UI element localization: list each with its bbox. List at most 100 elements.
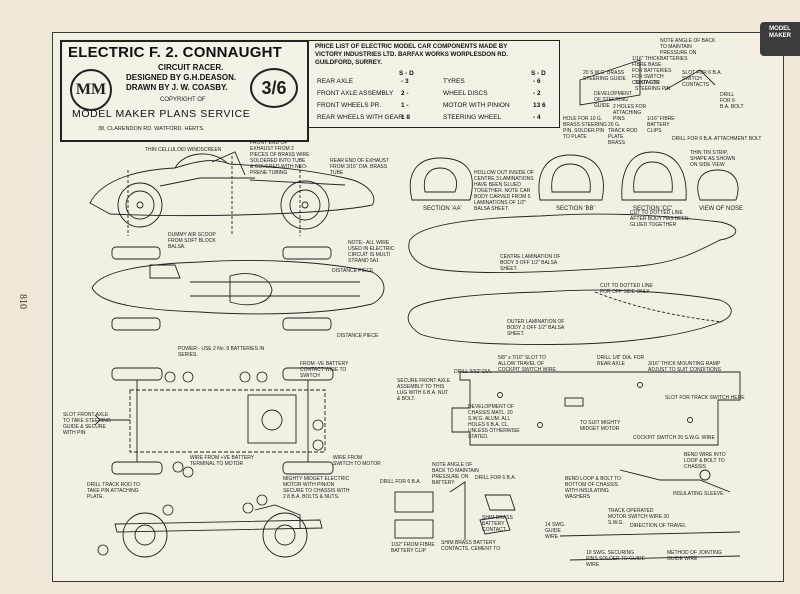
- chassis-plan-view: [94, 367, 334, 475]
- label-outer-lamination: OUTER LAMINATION OF BODY 2 OFF 1/2" BALS…: [507, 319, 565, 337]
- label-distance-piece-1: DISTANCE PIECE: [332, 268, 374, 274]
- price-value-front-axle: 2 -: [401, 90, 409, 97]
- price-value-rear-axle: - 3: [401, 78, 409, 85]
- designer-credit: DESIGNED BY G.H.DEASON.: [126, 73, 237, 82]
- price-value-wheel-discs: - 2: [533, 90, 541, 97]
- chassis-side-view: [114, 504, 323, 558]
- label-slot-cockpit: 5/8" x 7/16" SLOT TO ALLOW TRAVEL OF COC…: [498, 355, 558, 373]
- label-securing-pins: 10 SWG. SECURING PINS SOLDER TO GUIDE WI…: [586, 550, 645, 568]
- price-value-steering-wheel: - 4: [533, 114, 541, 121]
- label-guide-wire: 14 SWG. GUIDE WIRE: [545, 522, 566, 540]
- label-slot-switch-contacts: SLOT FOR 6 B.A. SWITCH CONTACTS: [682, 70, 722, 88]
- label-bend-loop: BEND LOOP & BOLT TO BOTTOM OF CHASSIS WI…: [565, 476, 621, 500]
- publisher-name: MODEL MAKER PLANS SERVICE: [72, 108, 251, 120]
- price-value-rear-wheels: 1 8: [401, 114, 411, 121]
- label-section-aa: SECTION 'AA': [423, 206, 462, 212]
- price-value-front-wheels: 1 -: [401, 102, 409, 109]
- price-item-rear-axle: REAR AXLE: [317, 78, 354, 85]
- label-wire-switch-motor: WIRE FROM SWITCH TO MOTOR: [333, 455, 381, 467]
- label-fibre-clip: 1/32" FROM FIBRE BATTERY CLIP: [391, 542, 435, 554]
- price-item-motor: MOTOR WITH PINION: [443, 102, 510, 109]
- title-box: ELECTRIC F. 2. CONNAUGHT CIRCUIT RACER. …: [60, 40, 309, 142]
- price-item-front-wheels: FRONT WHEELS PR.: [317, 102, 382, 109]
- label-hole-steering: HOLE FOR 10 G. BRASS STEERING PIN. SOLDE…: [563, 116, 607, 140]
- label-wire-note: NOTE:- ALL WIRE USED IN ELECTRIC CIRCUIT…: [348, 240, 395, 264]
- label-section-cc: SECTION 'CC': [633, 206, 673, 212]
- price-item-tyres: TYRES: [443, 78, 465, 85]
- label-drill-track-rod: DRILL TRACK ROD TO TAKE PIN ATTACHING PL…: [87, 482, 140, 500]
- label-windscreen: THIN CELLULOID WINDSCREEN: [145, 147, 222, 153]
- label-centre-lamination: CENTRE LAMINATION OF BODY 3 OFF 1/2" BAL…: [500, 254, 561, 272]
- label-insulating-sleeve: INSULATING SLEEVE: [673, 491, 724, 497]
- small-parts: [394, 59, 741, 561]
- plan-title: ELECTRIC F. 2. CONNAUGHT: [68, 44, 282, 61]
- label-dev-steering: DEVELOPMENT OF STEERING GUIDE: [594, 91, 632, 109]
- label-midget-motor: MIGHTY MIDGET ELECTRIC MOTOR WITH PINION…: [283, 476, 350, 500]
- body-sections: [409, 151, 739, 201]
- label-development-chassis: DEVELOPMENT OF CHASSIS MATL. 20 S.W.G. A…: [468, 404, 520, 440]
- price-item-steering-wheel: STEERING WHEEL: [443, 114, 502, 121]
- side-tab-line2: MAKER: [769, 33, 791, 39]
- label-section-bb: SECTION 'BB': [556, 206, 595, 212]
- label-air-scoop: DUMMY AIR SCOOP FROM SOFT BLOCK BALSA.: [168, 232, 216, 250]
- chassis-development: [451, 371, 741, 446]
- magazine-side-tab: MODEL MAKER: [760, 22, 800, 56]
- price-item-front-axle: FRONT AXLE ASSEMBLY: [317, 90, 394, 97]
- body-laminations: [407, 213, 737, 345]
- label-drill-rear-axle: DRILL 1/8" DIA. FOR REAR AXLE: [597, 355, 645, 367]
- copyright-line: COPYRIGHT OF: [160, 97, 206, 103]
- label-cut-dotted-2: CUT TO DOTTED LINE FOR OFF SIDE ONLY: [600, 283, 653, 295]
- label-note-angle-top: NOTE ANGLE OF BACK TO MAINTAIN PRESSURE …: [660, 38, 716, 62]
- label-bend-wire: BEND WIRE INTO LOOP & BOLT TO CHASSIS: [684, 452, 726, 470]
- price-heading-1: PRICE LIST OF ELECTRIC MODEL CAR COMPONE…: [315, 43, 508, 50]
- price-heading-2: VICTORY INDUSTRIES LTD. BARFAX WORKS WOR…: [315, 51, 508, 58]
- price-heading-3: GUILDFORD, SURREY.: [315, 59, 383, 66]
- label-thick-mounting: 3/16" THICK MOUNTING RAMP ADJUST TO SUIT…: [648, 361, 721, 373]
- label-cockpit-switch: COCKPIT SWITCH 20 S.W.G. WIRE: [633, 435, 715, 441]
- price-col-header-left: S - D: [399, 70, 414, 77]
- label-view-of-nose: VIEW OF NOSE: [699, 206, 744, 212]
- plan-price: 3/6: [250, 68, 298, 108]
- side-tab-line1: MODEL: [769, 26, 791, 32]
- label-front-exhaust: FRONT END OF EXHAUST FROM 2 PIECES OF BR…: [250, 140, 310, 176]
- label-attach-pins: 2 HOLES FOR ATTACHING PINS: [613, 104, 647, 122]
- label-wire-from-ve: WIRE FROM +VE BATTERY TERMINAL TO MOTOR: [190, 455, 255, 467]
- price-item-rear-wheels: REAR WHEELS WITH GEAR: [317, 114, 403, 121]
- car-top-view: [91, 246, 385, 331]
- label-track-operated: TRACK OPERATED MOTOR SWITCH WIRE 20 S.W.…: [608, 508, 670, 526]
- label-power: POWER:- USE 2 No. 8 BATTERIES IN SERIES.: [178, 346, 265, 358]
- label-hollow-note: HOLLOW OUT INSIDE OF CENTRE 3 LAMINATION…: [474, 170, 534, 212]
- label-drill-6ba-bolt: DRILL FOR 6 B.A. BOLT: [720, 92, 744, 110]
- label-to-midget-motor: TO SUIT MIGHTY MIDGET MOTOR: [580, 420, 621, 432]
- price-item-wheel-discs: WHEEL DISCS: [443, 90, 488, 97]
- label-brass-battery: SHIM BRASS BATTERY CONTACT: [482, 515, 513, 533]
- label-slot-track-switch: SLOT FOR TRACK SWITCH HERE: [665, 395, 745, 401]
- label-steering-guide: 20 S.W.G. BRASS STEERING GUIDE: [583, 70, 626, 82]
- label-distance-piece-2: DISTANCE PIECE: [337, 333, 379, 339]
- label-rear-exhaust: REAR END OF EXHAUST FROM 3/16" DIA. BRAS…: [330, 158, 390, 176]
- price-col-header-right: S - D: [531, 70, 546, 77]
- car-side-view: [89, 151, 375, 236]
- label-drill-3-32: DRILL 3/32" DIA.: [454, 369, 492, 375]
- price-value-tyres: - 6: [533, 78, 541, 85]
- label-cut-dotted-1: CUT TO DOTTED LINE AFTER BODY HAS BEEN G…: [630, 210, 689, 228]
- label-fibre-base: 1/16" THICK FIBRE BASE FOR BATTERIES FOR…: [632, 56, 672, 86]
- label-jointing-wire: METHOD OF JOINTING GUIDE WIRE: [667, 550, 722, 562]
- plan-subtitle: CIRCUIT RACER.: [158, 63, 224, 72]
- draftsman-credit: DRAWN BY J. W. COASBY.: [126, 83, 228, 92]
- label-slot-front-axle: SLOT FRONT AXLE TO TAKE STEERING GUIDE &…: [63, 412, 111, 436]
- label-note-angle-back: NOTE ANGLE OF BACK TO MAINTAIN PRESSURE …: [432, 462, 479, 486]
- price-value-motor: 13 6: [533, 102, 546, 109]
- label-track-rod: 20 G. TRACK ROD PLATE BRASS: [608, 122, 638, 146]
- label-fibre-clips: 1/16" FIBRE BATTERY CLIPS: [647, 116, 675, 134]
- publisher-address: 38, CLARENDON RD. WATFORD. HERTS.: [98, 126, 205, 132]
- label-shim-contacts: SHIM BRASS BATTERY CONTACTS. CEMENT TO: [441, 540, 501, 552]
- label-secure-front-axle: SECURE FRONT AXLE ASSEMBLY TO THIS LUG W…: [397, 378, 451, 402]
- label-direction: DIRECTION OF TRAVEL: [630, 523, 687, 529]
- label-drill-attach-bolt: DRILL FOR 6 B.A. ATTACHMENT BOLT: [672, 136, 762, 142]
- price-list-box: PRICE LIST OF ELECTRIC MODEL CAR COMPONE…: [308, 40, 560, 128]
- label-from-ve-battery: FROM -VE BATTERY CONTACT WIRE TO SWITCH: [300, 361, 349, 379]
- label-drill-6ba-2: DRILL FOR 6 B.A.: [475, 475, 516, 481]
